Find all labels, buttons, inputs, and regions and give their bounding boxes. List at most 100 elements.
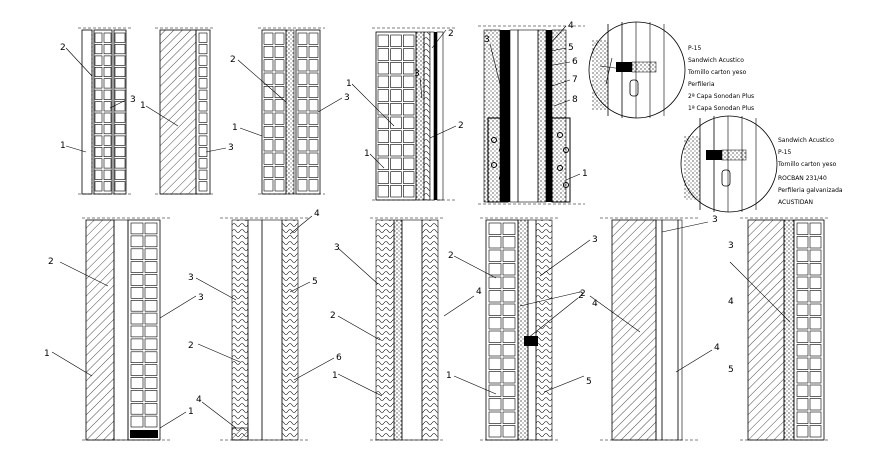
brick-cell xyxy=(297,99,308,112)
brick-cell xyxy=(103,101,112,112)
brick-cell xyxy=(103,169,112,180)
brick-cell xyxy=(377,185,389,198)
brick-cell xyxy=(377,89,389,102)
brick-cell xyxy=(796,371,809,384)
brick-cell xyxy=(390,48,402,61)
brick-cell xyxy=(297,86,308,98)
detail-top-4 xyxy=(372,27,455,201)
brick-cell xyxy=(402,130,415,143)
brick-cell xyxy=(297,139,308,152)
brick-cell xyxy=(103,135,112,146)
brick-cell xyxy=(263,59,274,72)
brick-cell xyxy=(488,222,502,235)
brick-cell xyxy=(488,249,502,262)
brick-cell xyxy=(809,330,822,343)
brick-cell xyxy=(274,139,285,152)
brick-cell xyxy=(809,425,822,438)
brick-cell xyxy=(796,425,809,438)
note-b-1: Sandwich Acustico xyxy=(778,137,834,144)
detail-top-5 xyxy=(478,25,585,205)
brick-cell xyxy=(94,78,103,89)
brick-cell xyxy=(809,357,822,370)
brick-cell xyxy=(144,415,158,428)
brick-cell xyxy=(198,55,208,66)
brick-cell xyxy=(308,59,319,72)
brick-cell xyxy=(263,179,274,192)
brick-cell xyxy=(130,351,144,363)
brick-cell xyxy=(94,67,103,78)
note-a-6: 1ª Capa Sonodan Plus xyxy=(688,105,754,112)
detail-bottom-3 xyxy=(370,217,445,441)
label-t5-b: 4 xyxy=(568,21,574,31)
brick-cell xyxy=(114,101,126,112)
brick-cell xyxy=(263,139,274,152)
brick-cell xyxy=(502,384,516,397)
callout-b-notes: Sandwich Acustico P-15 Tornillo carton y… xyxy=(777,137,843,206)
brick-cell xyxy=(297,72,308,85)
brick-cell xyxy=(488,330,502,343)
label-group-top-5: 3 4 5 6 7 8 1 xyxy=(484,21,588,179)
brick-cell xyxy=(488,357,502,370)
brick-cell xyxy=(274,179,285,192)
brick-cell xyxy=(274,32,285,45)
brick-cell xyxy=(198,169,208,180)
brick-cell xyxy=(130,325,144,338)
brick-cell xyxy=(274,112,285,125)
detail-bottom-4 xyxy=(480,217,560,441)
brick-cell xyxy=(402,61,415,75)
label-t3-b: 3 xyxy=(344,93,350,103)
brick-cell xyxy=(114,55,126,66)
label-b1-b: 3 xyxy=(198,293,204,303)
label-group-bottom-1: 2 3 1 1 xyxy=(44,257,204,417)
brick-cell xyxy=(297,179,308,192)
brick-cell xyxy=(796,330,809,343)
brick-cell xyxy=(130,287,144,299)
brick-cell xyxy=(502,344,516,357)
brick-cell xyxy=(130,312,144,325)
brick-cell xyxy=(308,99,319,112)
brick-cell xyxy=(390,171,402,184)
brick-cell xyxy=(402,116,415,129)
brick-cell xyxy=(263,99,274,112)
brick-cell xyxy=(796,411,809,424)
brick-cell xyxy=(402,75,415,88)
brick-cell xyxy=(198,32,208,43)
brick-cell xyxy=(502,263,516,276)
brick-cell xyxy=(390,103,402,116)
brick-cell xyxy=(390,185,402,198)
label-b6-b: 4 xyxy=(728,297,734,307)
brick-cell xyxy=(94,181,103,192)
brick-column-left xyxy=(81,29,93,195)
brick-cell xyxy=(377,171,389,184)
label-t4-a: 1 xyxy=(346,79,352,89)
brick-cell xyxy=(198,147,208,158)
brick-cell xyxy=(809,263,822,276)
note-a-5: 2ª Capa Sonodan Plus xyxy=(688,93,754,100)
brick-cell xyxy=(274,126,285,138)
label-b3-b: 2 xyxy=(330,311,336,321)
brick-cell xyxy=(114,78,126,89)
brick-cell xyxy=(130,261,144,273)
brick-cell xyxy=(198,158,208,169)
brick-cell xyxy=(377,48,389,61)
brick-cell xyxy=(308,86,319,98)
brick-cell xyxy=(809,411,822,424)
brick-cell xyxy=(502,236,516,249)
brick-cell xyxy=(502,398,516,411)
brick-cell xyxy=(144,364,158,376)
brick-cell xyxy=(796,344,809,357)
brick-cell xyxy=(297,112,308,125)
brick-cell xyxy=(308,32,319,45)
brick-cell xyxy=(390,89,402,102)
brick-cell xyxy=(402,34,415,47)
brick-cell xyxy=(94,112,103,123)
brick-cells xyxy=(114,32,126,192)
detail-bottom-1 xyxy=(82,217,170,441)
brick-cell xyxy=(796,236,809,249)
brick-cell xyxy=(144,325,158,338)
brick-cell xyxy=(114,135,126,146)
brick-cell xyxy=(809,317,822,330)
label-group-bottom-2: 4 3 5 2 6 4 xyxy=(188,209,342,405)
brick-cell xyxy=(809,303,822,316)
label-b4-b: 3 xyxy=(592,235,598,245)
